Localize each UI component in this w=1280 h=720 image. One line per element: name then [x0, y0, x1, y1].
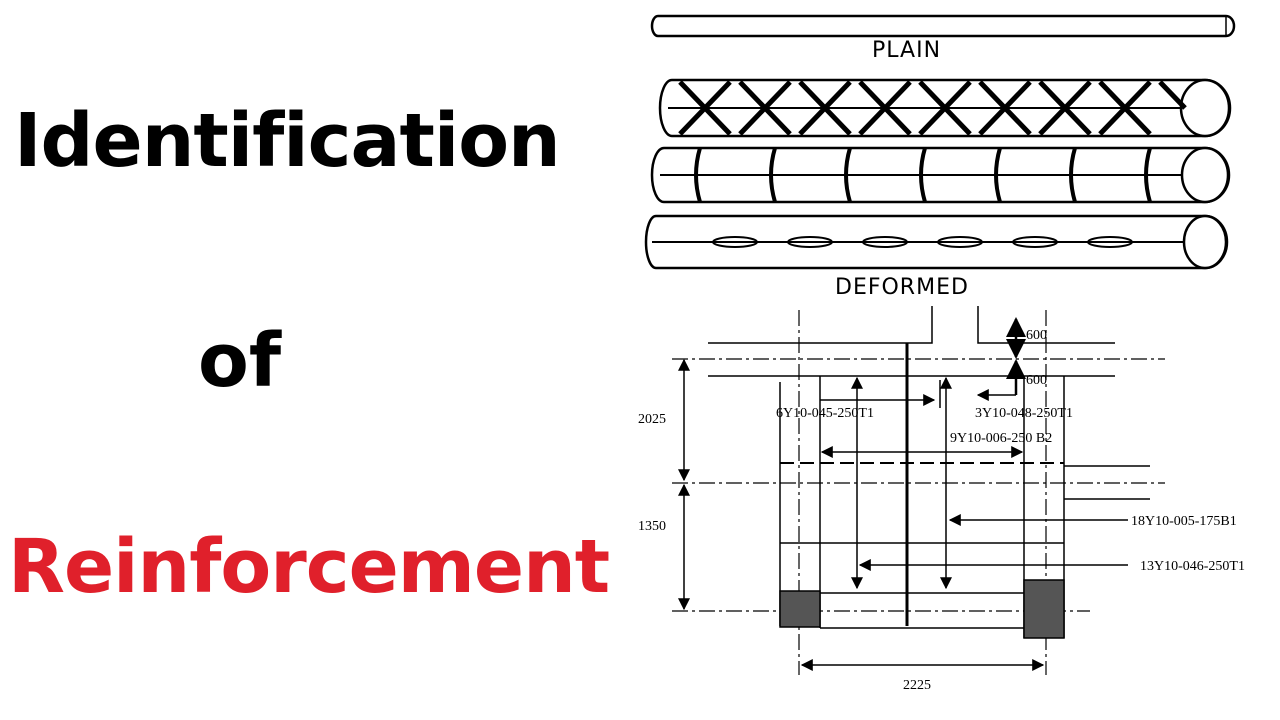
deformed-bar-oval-lugs	[644, 214, 1229, 270]
dim-left-2025: 2025	[638, 412, 666, 427]
plain-bar	[650, 14, 1236, 38]
title-of: of	[198, 318, 282, 404]
dim-bottom-2225: 2225	[903, 678, 931, 693]
dim-top-600-lower: 600	[1026, 373, 1047, 388]
plain-label: PLAIN	[872, 38, 941, 63]
footing-block-right	[1023, 579, 1065, 639]
bar-mark-18y10-005: 18Y10-005-175B1	[1131, 514, 1237, 529]
structural-detail-drawing	[672, 306, 1165, 675]
deformed-bar-transverse-ribs	[650, 146, 1231, 204]
deformed-label: DEFORMED	[835, 275, 969, 300]
footing-block-left	[779, 590, 821, 628]
bar-mark-3y10-048: 3Y10-048-250T1	[975, 406, 1073, 421]
bar-mark-13y10-046: 13Y10-046-250T1	[1140, 559, 1245, 574]
bar-mark-6y10-045: 6Y10-045-250T1	[776, 406, 874, 421]
title-identification: Identification	[14, 98, 561, 184]
dim-left-1350: 1350	[638, 519, 666, 534]
bar-mark-9y10-006: 9Y10-006-250 B2	[950, 431, 1052, 446]
title-reinforcement: Reinforcement	[8, 524, 610, 610]
deformed-bar-diagonal-ribs	[658, 78, 1232, 138]
dim-top-600-upper: 600	[1026, 328, 1047, 343]
dimension-lines	[678, 317, 1128, 671]
